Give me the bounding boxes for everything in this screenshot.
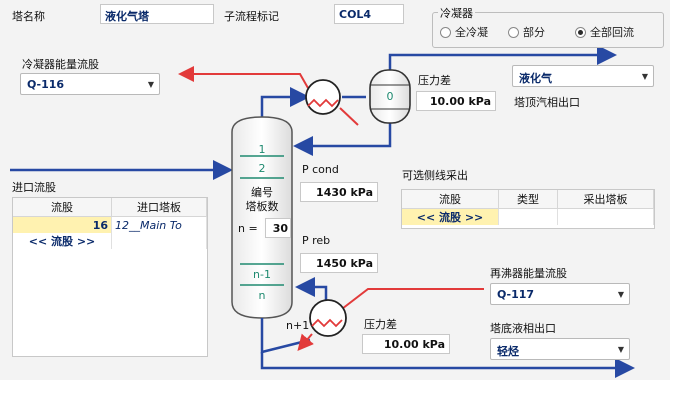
radio-partial[interactable]: 部分	[508, 24, 545, 40]
tower-name-field[interactable]: 液化气塔	[100, 4, 214, 24]
p-cond-label: P cond	[302, 163, 339, 176]
bottoms-liquid-label: 塔底液相出口	[490, 322, 556, 335]
chevron-down-icon: ▼	[641, 72, 648, 81]
reflux-drum-value: 0	[386, 90, 394, 103]
reboiler-energy-label: 再沸器能量流股	[490, 267, 567, 280]
reboiler-vapor-return-line	[295, 277, 328, 300]
feed-streams-table[interactable]: 流股 进口塔板 16 12__Main To << 流股 >>	[12, 197, 208, 357]
overhead-vapor-label: 塔顶汽相出口	[514, 96, 580, 109]
feed-stream-cell[interactable]: 16	[13, 216, 112, 233]
bottoms-product-line	[260, 352, 635, 378]
condenser-pressure-drop-field[interactable]: 10.00 kPa	[416, 91, 496, 111]
column-top-vapor-line	[260, 87, 310, 118]
subflow-field[interactable]: COL4	[334, 4, 404, 24]
tray-count-field[interactable]: 30	[265, 218, 291, 238]
radio-total-condense[interactable]: 全冷凝	[440, 24, 488, 40]
column-header: 类型	[498, 190, 558, 209]
condenser-pressure-drop-label: 压力差	[418, 74, 451, 87]
condenser-exchanger-icon	[305, 79, 341, 115]
reboiler-energy-tail	[297, 333, 314, 352]
condenser-energy-line	[178, 66, 309, 89]
table-cell[interactable]	[111, 233, 207, 249]
condenser-energy-label: 冷凝器能量流股	[22, 58, 99, 71]
chevron-down-icon: ▼	[617, 290, 624, 299]
bottoms-liquid-dropdown[interactable]: 轻烃 ▼	[490, 338, 630, 360]
radio-label: 全冷凝	[455, 26, 488, 39]
radio-indicator	[575, 26, 586, 38]
overhead-vapor-dropdown[interactable]: 液化气 ▼	[512, 65, 654, 87]
dropdown-value: 轻烃	[497, 345, 519, 358]
table-row[interactable]: 16 12__Main To	[13, 216, 207, 233]
reboiler-exchanger-icon	[309, 299, 347, 337]
overhead-vapor-line	[388, 45, 617, 70]
reboiler-pressure-drop-label: 压力差	[364, 318, 397, 331]
tray-label-n-minus-1: n-1	[253, 268, 271, 281]
p-reb-field[interactable]: 1450 kPa	[300, 253, 378, 273]
table-cell[interactable]	[557, 208, 654, 225]
condenser-energy-tail	[339, 107, 359, 126]
reboiler-energy-line	[337, 288, 484, 313]
chevron-down-icon: ▼	[617, 345, 624, 354]
reboiler-stage-label: n+1	[286, 319, 310, 332]
chevron-down-icon: ▼	[147, 80, 154, 89]
condenser-energy-dropdown[interactable]: Q-116 ▼	[20, 73, 160, 95]
subflow-label: 子流程标记	[224, 10, 279, 23]
feed-streams-label: 进口流股	[12, 181, 56, 194]
add-side-draw-row[interactable]: << 流股 >>	[402, 208, 499, 225]
tray-label-1: 1	[258, 143, 266, 156]
radio-indicator	[508, 26, 519, 38]
table-cell[interactable]	[498, 208, 558, 225]
reflux-line	[293, 123, 392, 156]
tower-name-label: 塔名称	[12, 10, 45, 23]
radio-indicator	[440, 26, 451, 38]
tray-count-label: n =	[238, 222, 258, 235]
column-header: 流股	[13, 198, 112, 217]
column-center-label-1: 编号	[251, 186, 273, 199]
reboiler-pressure-drop-field[interactable]: 10.00 kPa	[362, 334, 450, 354]
dropdown-value: Q-116	[27, 78, 65, 91]
dropdown-value: 液化气	[519, 72, 552, 85]
radio-label: 部分	[523, 26, 545, 39]
condenser-group-label: 冷凝器	[438, 5, 475, 21]
p-reb-label: P reb	[302, 234, 331, 247]
column-header: 采出塔板	[557, 190, 654, 209]
p-cond-field[interactable]: 1430 kPa	[300, 182, 378, 202]
tray-label-2: 2	[258, 162, 266, 175]
reboiler-energy-dropdown[interactable]: Q-117 ▼	[490, 283, 630, 305]
add-feed-row[interactable]: << 流股 >>	[13, 233, 112, 249]
radio-full-reflux[interactable]: 全部回流	[575, 24, 634, 40]
side-draws-table[interactable]: 流股 类型 采出塔板 << 流股 >>	[401, 189, 655, 229]
column-header: 进口塔板	[111, 198, 207, 217]
radio-label: 全部回流	[590, 26, 634, 39]
tray-label-n: n	[258, 289, 266, 302]
side-draws-label: 可选侧线采出	[402, 169, 468, 182]
column-header: 流股	[402, 190, 499, 209]
column-center-label-2: 塔板数	[245, 200, 279, 213]
dropdown-value: Q-117	[497, 288, 535, 301]
feed-tray-cell[interactable]: 12__Main To	[111, 216, 207, 233]
distillation-column	[231, 116, 293, 319]
reflux-drum-icon	[369, 69, 411, 124]
